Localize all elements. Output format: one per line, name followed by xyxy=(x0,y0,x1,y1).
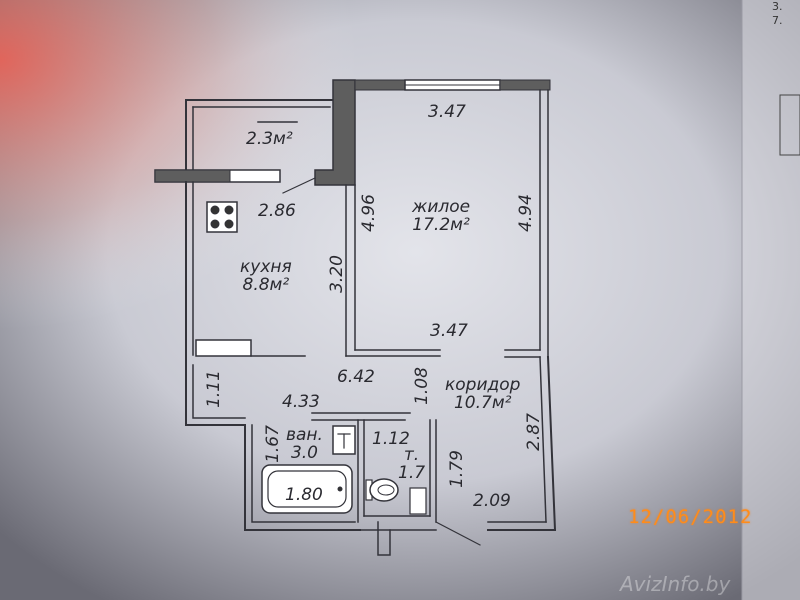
dim-bath-tub: 1.80 xyxy=(285,485,323,505)
bath-area: 3.0 xyxy=(290,443,318,463)
dim-corridor-right: 2.87 xyxy=(523,413,544,451)
kitchen-left-wall xyxy=(185,181,246,426)
floor-plan xyxy=(154,79,557,556)
dim-toilet-width: 1.12 xyxy=(372,429,410,449)
living-room-area: 17.2м² xyxy=(412,215,470,235)
dim-living-top: 3.47 xyxy=(428,102,466,122)
toilet-label: т. 1.7 xyxy=(398,446,425,482)
dim-bath-height: 1.67 xyxy=(262,425,283,463)
corner-line-1: 3. xyxy=(772,0,783,13)
kitchen-counter xyxy=(195,339,252,357)
kitchen-name: кухня xyxy=(240,257,292,277)
corridor-name: коридор xyxy=(445,375,521,395)
kitchen-area: 8.8м² xyxy=(242,275,290,295)
stove xyxy=(206,201,238,233)
toilet-fixture xyxy=(365,478,399,502)
living-room-name: жилое xyxy=(412,197,471,217)
dim-living-left: 4.96 xyxy=(358,194,379,232)
watermark: AvizInfo.by xyxy=(620,572,731,596)
corridor-area: 10.7м² xyxy=(453,393,512,413)
corridor-label: коридор 10.7м² xyxy=(445,376,520,412)
dim-hall-left: 4.33 xyxy=(282,392,320,412)
dim-hall-vertical: 1.11 xyxy=(203,370,224,408)
dim-living-right: 4.94 xyxy=(515,194,536,232)
dim-toilet-height: 1.79 xyxy=(446,450,467,488)
page-corner-text: 3. 7. xyxy=(772,0,783,28)
bathtub xyxy=(261,464,353,514)
kitchen-label: кухня 8.8м² xyxy=(240,258,292,294)
dim-kitchen-diag: 2.86 xyxy=(258,201,296,221)
toilet-area: 1.7 xyxy=(398,463,426,483)
bath-label: ван. 3.0 xyxy=(286,426,323,462)
dim-corridor-small: 1.08 xyxy=(411,367,432,405)
bath-name: ван. xyxy=(286,425,323,445)
dim-kitchen-right: 3.20 xyxy=(326,255,347,293)
corner-line-2: 7. xyxy=(772,14,783,27)
dim-corridor-bottom: 2.09 xyxy=(473,491,511,511)
date-stamp: 12/06/2012 xyxy=(628,506,753,528)
balcony-area: 2.3м² xyxy=(246,129,293,149)
dim-living-bottom: 3.47 xyxy=(430,321,468,341)
dim-hall-horizontal: 6.42 xyxy=(337,367,375,387)
living-room-label: жилое 17.2м² xyxy=(412,198,470,234)
toilet-name: т. xyxy=(403,445,420,465)
